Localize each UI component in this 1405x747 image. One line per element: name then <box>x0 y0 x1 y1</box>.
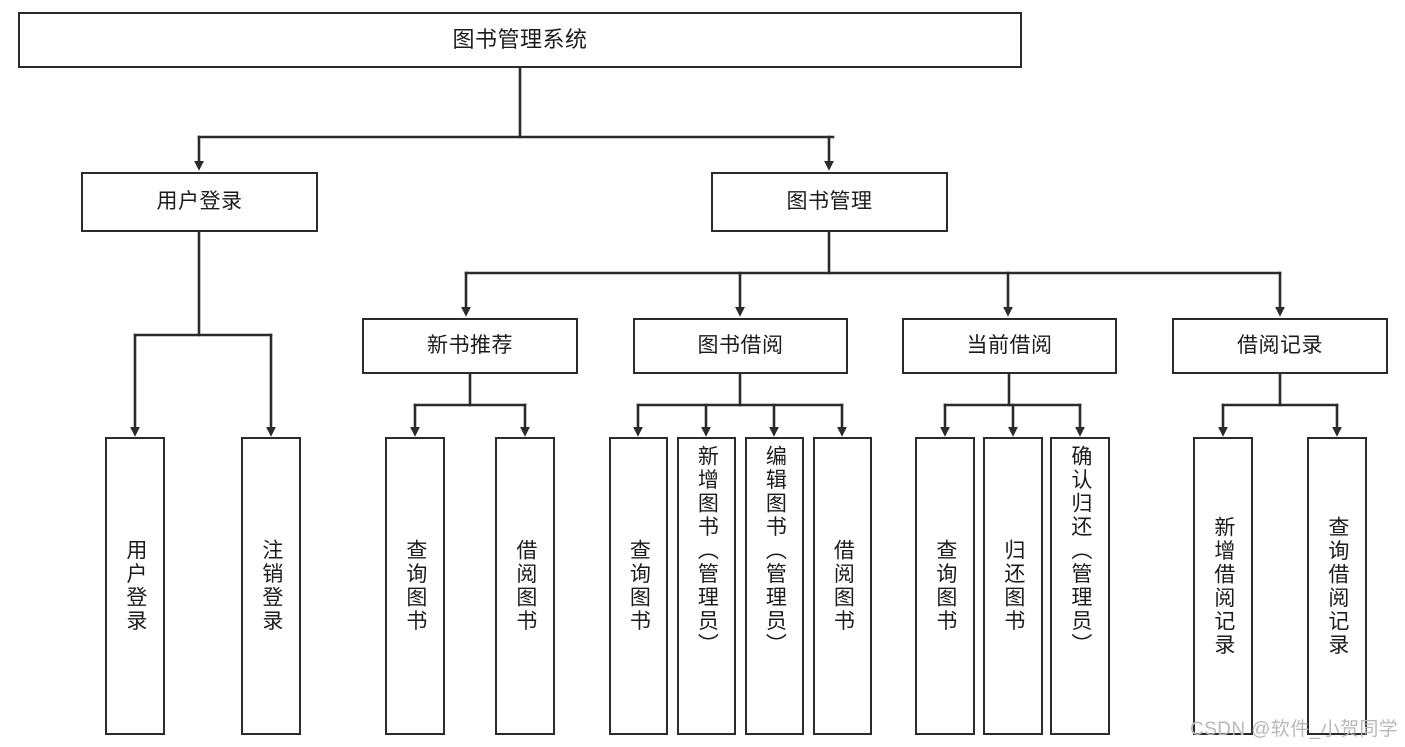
node-label: 确认归还（管理员） <box>1068 445 1092 657</box>
node-label: 注销登录 <box>259 539 283 633</box>
leaf-confirm-return-admin[interactable]: 确认归还（管理员） <box>1050 437 1110 735</box>
node-current-borrow[interactable]: 当前借阅 <box>902 318 1117 374</box>
leaf-query-book-borrow[interactable]: 查询图书 <box>609 437 668 735</box>
node-label: 借阅图书 <box>513 539 537 633</box>
node-label: 查询图书 <box>933 539 957 633</box>
node-label: 用户登录 <box>156 190 243 214</box>
leaf-query-book-current[interactable]: 查询图书 <box>915 437 975 735</box>
leaf-edit-book-admin[interactable]: 编辑图书（管理员） <box>745 437 804 735</box>
node-label: 借阅图书 <box>831 539 855 633</box>
node-label: 当前借阅 <box>966 334 1053 358</box>
node-book-management[interactable]: 图书管理 <box>711 172 948 232</box>
node-label: 图书管理 <box>786 190 873 214</box>
leaf-user-login[interactable]: 用户登录 <box>105 437 165 735</box>
node-label: 图书管理系统 <box>452 26 588 52</box>
node-label: 新增图书（管理员） <box>695 445 719 657</box>
node-new-book-recommend[interactable]: 新书推荐 <box>362 318 578 374</box>
node-label: 新增借阅记录 <box>1211 515 1235 657</box>
node-book-borrow[interactable]: 图书借阅 <box>633 318 848 374</box>
node-label: 归还图书 <box>1001 539 1025 633</box>
node-label: 编辑图书（管理员） <box>763 445 787 657</box>
node-label: 新书推荐 <box>427 334 513 358</box>
leaf-return-book[interactable]: 归还图书 <box>983 437 1043 735</box>
node-label: 查询借阅记录 <box>1325 515 1349 657</box>
node-label: 查询图书 <box>627 539 651 633</box>
leaf-borrow-book-new[interactable]: 借阅图书 <box>495 437 555 735</box>
node-borrow-record[interactable]: 借阅记录 <box>1172 318 1388 374</box>
leaf-add-book-admin[interactable]: 新增图书（管理员） <box>677 437 736 735</box>
leaf-query-book-new[interactable]: 查询图书 <box>385 437 445 735</box>
leaf-logout[interactable]: 注销登录 <box>241 437 301 735</box>
node-label: 借阅记录 <box>1237 334 1323 358</box>
node-label: 用户登录 <box>123 539 147 633</box>
node-user-login[interactable]: 用户登录 <box>81 172 318 232</box>
leaf-query-borrow-record[interactable]: 查询借阅记录 <box>1307 437 1367 735</box>
leaf-borrow-book-borrow[interactable]: 借阅图书 <box>813 437 872 735</box>
leaf-add-borrow-record[interactable]: 新增借阅记录 <box>1193 437 1253 735</box>
node-label: 查询图书 <box>403 539 427 633</box>
node-root-system[interactable]: 图书管理系统 <box>18 12 1022 68</box>
node-label: 图书借阅 <box>697 334 784 358</box>
